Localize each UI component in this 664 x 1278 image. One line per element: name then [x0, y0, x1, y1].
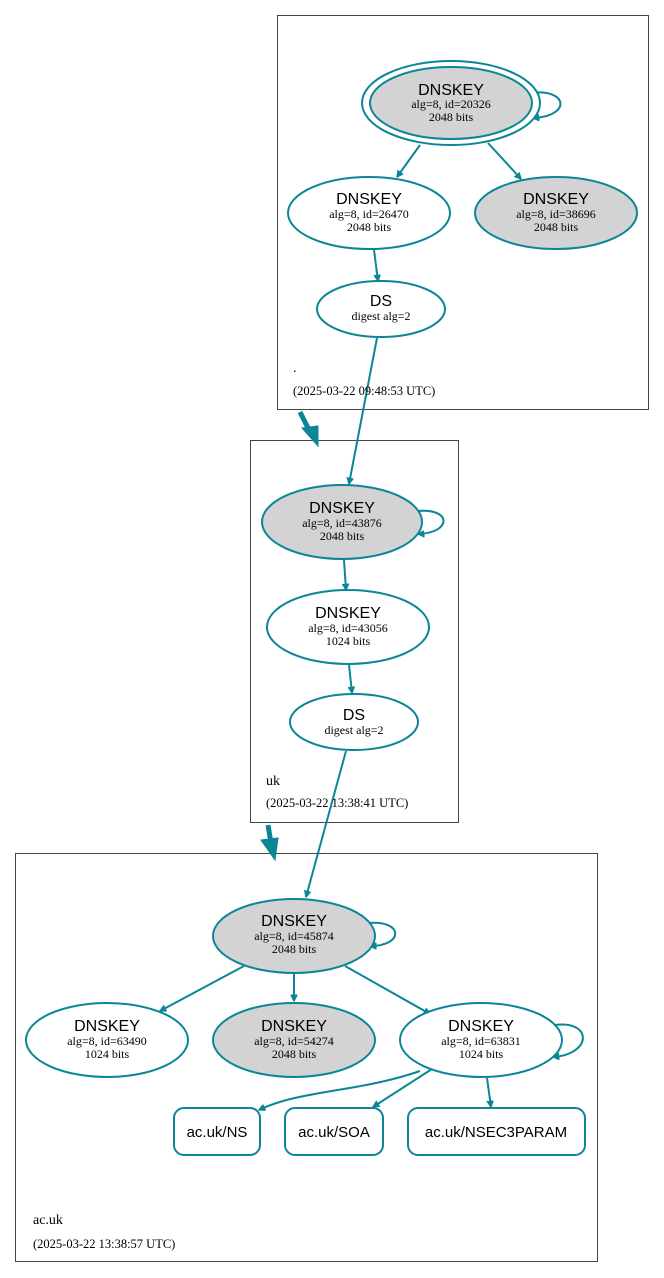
zone-label-uk: uk — [266, 774, 280, 789]
node-detail: 2048 bits — [347, 220, 392, 234]
node-detail: 2048 bits — [320, 529, 365, 543]
edge-uk-ksk-self — [418, 509, 445, 534]
node-detail: 1024 bits — [326, 634, 371, 648]
edge-ds-acuk-ksk — [306, 750, 347, 897]
edge-ds-uk-ksk — [349, 337, 378, 484]
rrset-label: ac.uk/NSEC3PARAM — [425, 1124, 567, 1141]
ds-node-ac-uk[interactable]: DS digest alg=2 — [289, 693, 419, 751]
delegation-arrow-root-uk — [297, 410, 319, 448]
delegation-arrow-uk-acuk — [260, 824, 279, 862]
edge-acuk-ksk-self — [367, 921, 397, 946]
rrset-nsec3param[interactable]: ac.uk/NSEC3PARAM — [407, 1107, 586, 1156]
rrset-label: ac.uk/SOA — [298, 1124, 370, 1141]
dnskey-node-43876[interactable]: DNSKEY alg=8, id=43876 2048 bits — [261, 484, 423, 560]
edge-k3-ns — [259, 1070, 421, 1111]
edge-root-ksk-self — [529, 91, 562, 118]
zone-label-ac-uk: ac.uk — [33, 1213, 63, 1228]
edge-root-ksk-key3 — [487, 142, 521, 179]
node-detail: alg=8, id=43876 — [302, 516, 382, 530]
edge-k3-soa — [373, 1068, 433, 1108]
dnskey-node-45874[interactable]: DNSKEY alg=8, id=45874 2048 bits — [212, 898, 376, 974]
dnskey-node-43056[interactable]: DNSKEY alg=8, id=43056 1024 bits — [266, 589, 430, 665]
node-title: DS — [370, 293, 392, 310]
node-title: DNSKEY — [448, 1018, 514, 1035]
dnskey-node-54274[interactable]: DNSKEY alg=8, id=54274 2048 bits — [212, 1002, 376, 1078]
node-title: DS — [343, 707, 365, 724]
node-detail: alg=8, id=45874 — [254, 929, 334, 943]
dnskey-node-63831[interactable]: DNSKEY alg=8, id=63831 1024 bits — [399, 1002, 563, 1078]
rrset-ns[interactable]: ac.uk/NS — [173, 1107, 261, 1156]
node-detail: alg=8, id=26470 — [329, 207, 409, 221]
node-title: DNSKEY — [418, 82, 484, 99]
node-detail: 2048 bits — [272, 942, 317, 956]
edge-acuk-ksk-k3 — [344, 965, 430, 1015]
dnskey-node-26470[interactable]: DNSKEY alg=8, id=26470 2048 bits — [287, 176, 451, 250]
edge-root-ksk-zsk — [397, 144, 421, 177]
edge-acuk-k3-self — [553, 1023, 584, 1057]
node-title: DNSKEY — [315, 605, 381, 622]
node-detail: 1024 bits — [85, 1047, 130, 1061]
node-detail: 2048 bits — [534, 220, 579, 234]
node-detail: 1024 bits — [459, 1047, 504, 1061]
edge-acuk-ksk-k1 — [160, 965, 245, 1012]
node-detail: alg=8, id=54274 — [254, 1034, 334, 1048]
zone-timestamp-uk: (2025-03-22 13:38:41 UTC) — [266, 796, 408, 810]
node-detail: alg=8, id=43056 — [308, 621, 388, 635]
dnskey-node-38696[interactable]: DNSKEY alg=8, id=38696 2048 bits — [474, 176, 638, 250]
node-title: DNSKEY — [309, 500, 375, 517]
dnskey-node-63490[interactable]: DNSKEY alg=8, id=63490 1024 bits — [25, 1002, 189, 1078]
node-title: DNSKEY — [74, 1018, 140, 1035]
node-detail: digest alg=2 — [324, 723, 383, 737]
rrset-label: ac.uk/NS — [187, 1124, 248, 1141]
node-title: DNSKEY — [523, 191, 589, 208]
node-detail: alg=8, id=38696 — [516, 207, 596, 221]
dnskey-node-20326[interactable]: DNSKEY alg=8, id=20326 2048 bits — [361, 60, 541, 146]
node-title: DNSKEY — [336, 191, 402, 208]
edge-root-zsk-ds — [373, 249, 378, 281]
node-detail: 2048 bits — [272, 1047, 317, 1061]
edge-uk-ksk-zsk — [344, 559, 346, 590]
ds-node-uk[interactable]: DS digest alg=2 — [316, 280, 446, 338]
zone-timestamp-ac-uk: (2025-03-22 13:38:57 UTC) — [33, 1237, 175, 1251]
rrset-soa[interactable]: ac.uk/SOA — [284, 1107, 384, 1156]
zone-label-root: . — [293, 361, 297, 376]
node-title: DNSKEY — [261, 913, 327, 930]
node-detail: 2048 bits — [429, 110, 474, 124]
node-detail: alg=8, id=63490 — [67, 1034, 147, 1048]
edge-k3-nsec3param — [486, 1077, 491, 1107]
node-detail: alg=8, id=63831 — [441, 1034, 521, 1048]
zone-timestamp-root: (2025-03-22 09:48:53 UTC) — [293, 384, 435, 398]
node-title: DNSKEY — [261, 1018, 327, 1035]
edge-uk-zsk-ds — [349, 664, 352, 693]
node-detail: alg=8, id=20326 — [411, 97, 491, 111]
node-detail: digest alg=2 — [351, 309, 410, 323]
